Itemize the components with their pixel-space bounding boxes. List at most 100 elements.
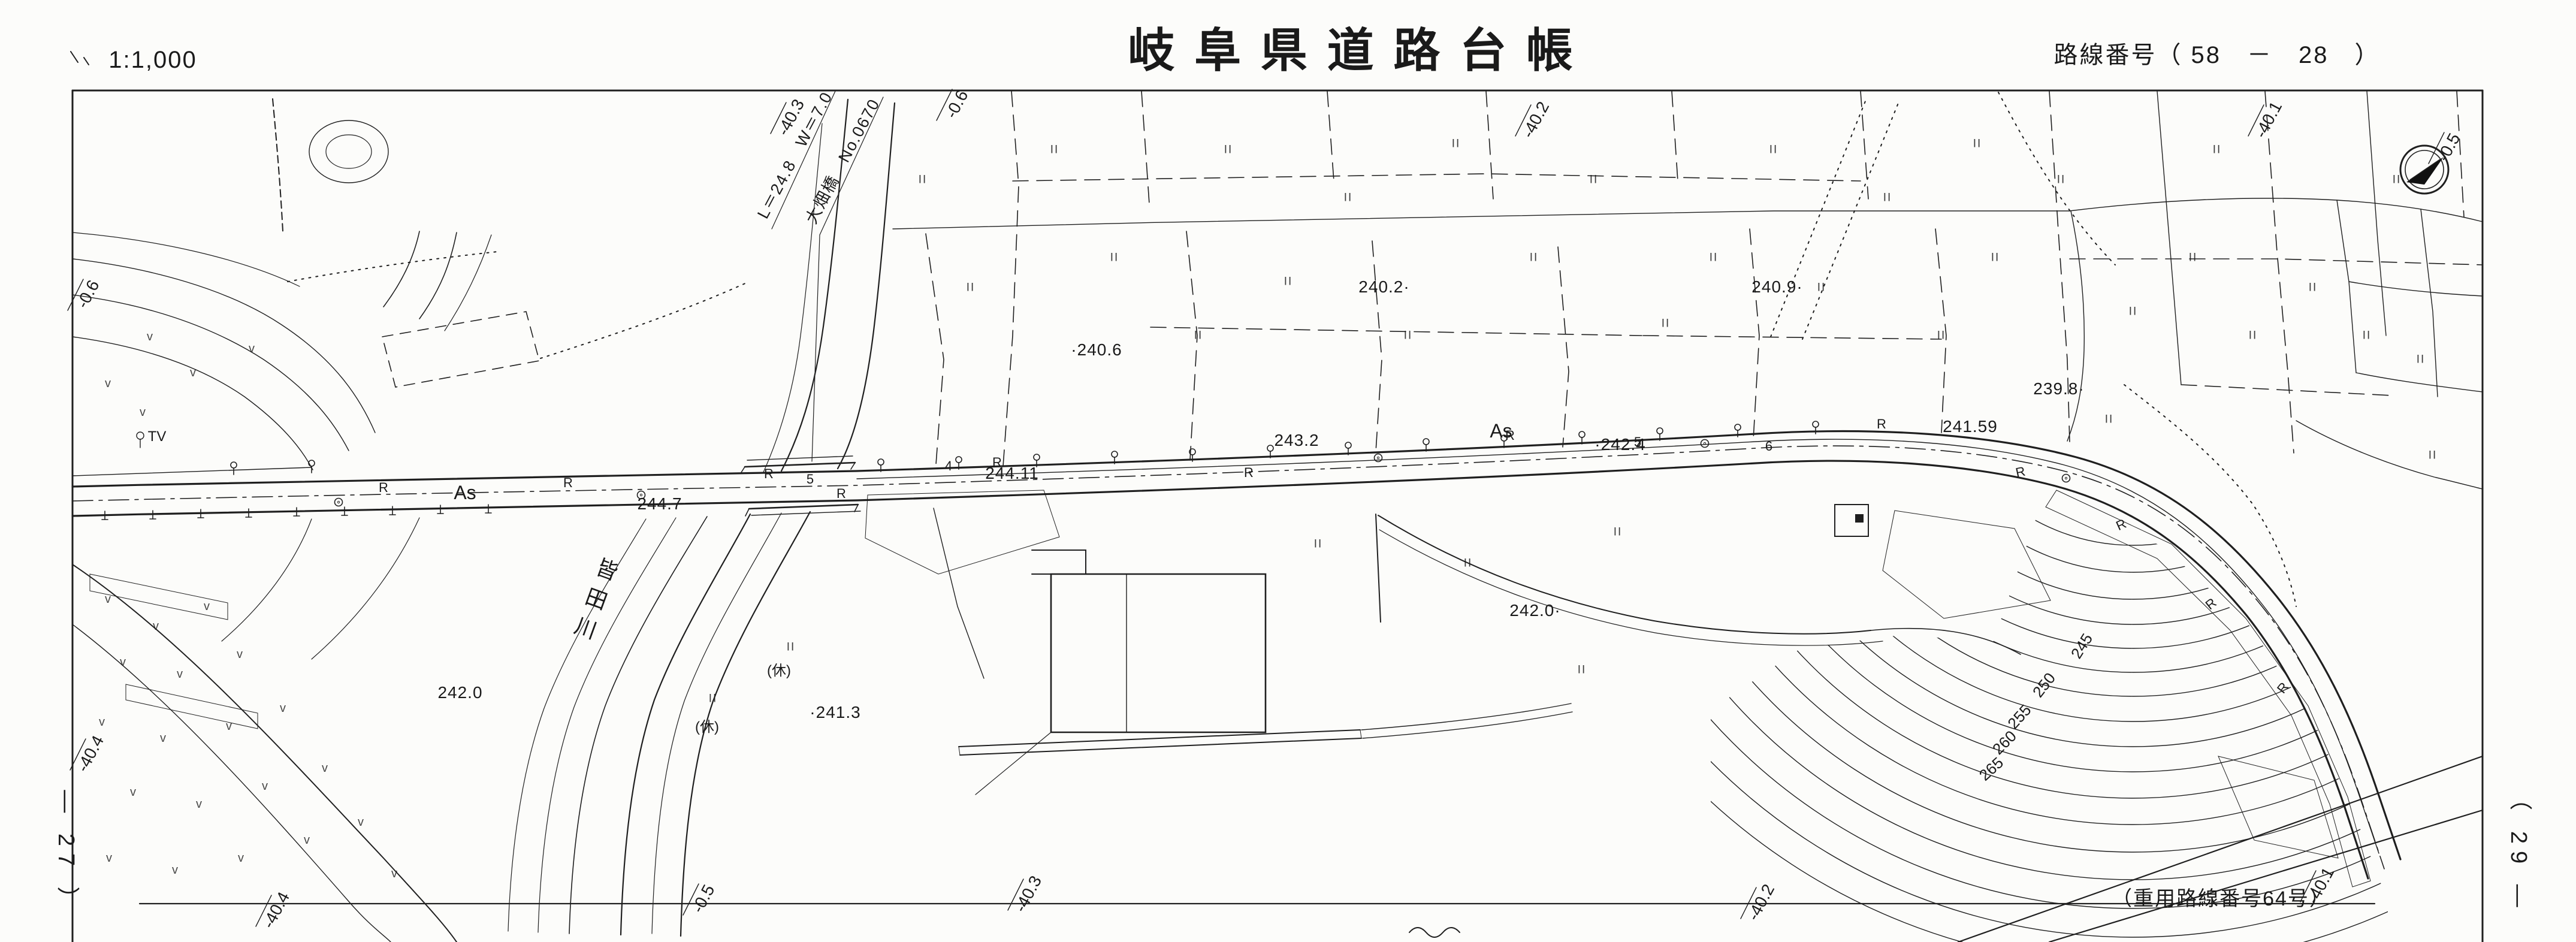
paddy-symbol: II: [1284, 275, 1293, 288]
vegetation-symbol: v: [99, 715, 105, 729]
guardrail-tick-symbol: [149, 510, 156, 520]
vegetation-symbol: v: [391, 867, 397, 880]
vegetation-symbol: v: [304, 834, 310, 847]
paddy-symbol: II: [1577, 663, 1587, 677]
grid-tick-line: [2428, 132, 2445, 164]
elevation-label: ·241.3: [810, 703, 861, 721]
paddy-symbol: II: [1709, 251, 1719, 264]
paddy-symbol: II: [2248, 329, 2258, 342]
paddy-symbol: II: [2362, 329, 2372, 342]
reuse-route-label: （重用路線番号64号）: [2112, 887, 2331, 910]
guardrail-tick-symbol: [341, 506, 348, 516]
grid-tick-line: [682, 883, 699, 916]
guardrail-tick-symbol: [389, 506, 396, 515]
paddy-symbol: II: [2428, 449, 2438, 462]
utility-pole-symbol: [1578, 431, 1586, 445]
paddy-symbol: II: [1613, 526, 1623, 539]
parcel-boundaries-dashed: [925, 90, 2483, 467]
elevation-label: 244.11: [985, 464, 1039, 482]
utility-pole-symbol: [1267, 445, 1274, 458]
road-mark-label: R: [1877, 416, 1886, 431]
benchmark-symbol: [636, 490, 646, 500]
structures: [933, 504, 2021, 795]
grid-tick-line: [2248, 104, 2264, 137]
paddy-symbol: II: [1343, 191, 1353, 204]
vegetation-symbol: v: [120, 656, 126, 669]
grid-tick-line: [255, 895, 272, 927]
road-mark-label: 6: [1765, 439, 1773, 454]
guardrail-tick-symbol: [437, 505, 444, 514]
vegetation-symbol: v: [358, 816, 364, 829]
paddy-symbol: II: [1937, 329, 1946, 342]
map-symbols: [67, 89, 2445, 927]
grid-tick-line: [67, 279, 84, 311]
map-scale: 1:1,000: [108, 47, 197, 73]
grid-tick-line: [936, 89, 953, 121]
left-page-number: ― 27 ）: [53, 790, 78, 917]
paddy-symbol: II: [2104, 413, 2114, 426]
vegetation-symbol: v: [140, 406, 146, 419]
utility-pole-symbol: [1656, 427, 1663, 441]
benchmark-symbol: [1373, 453, 1383, 463]
grid-tick-line: [1740, 887, 1757, 919]
elevation-label: ·240.6: [1071, 340, 1122, 359]
elevation-label: 241.59: [1943, 417, 1998, 436]
guardrail-tick-symbol: [485, 504, 492, 514]
benchmark-symbol: [334, 497, 343, 507]
utility-pole-symbol: [955, 456, 962, 470]
vegetation-symbol: v: [204, 600, 210, 613]
vegetation-symbol: v: [130, 786, 136, 799]
area-label: (休): [695, 719, 719, 735]
vegetation-symbol: v: [160, 732, 166, 745]
road-surface-label: As: [454, 482, 476, 503]
road-mark-label: 5: [1633, 434, 1642, 449]
utility-pole-symbol: [1345, 442, 1352, 455]
elevation-label: 243.2: [1274, 431, 1319, 449]
vegetation-symbol: v: [237, 648, 243, 661]
paddy-symbol: II: [1451, 137, 1461, 150]
utility-pole-symbol: [1033, 454, 1040, 467]
elevation-label: 242.0·: [1509, 601, 1561, 620]
paddy-symbol: II: [1110, 251, 1119, 264]
paddy-symbol: II: [1529, 251, 1539, 264]
benchmark-symbol: [1700, 439, 1710, 448]
vegetation-symbol: v: [249, 342, 255, 355]
area-label: (休): [767, 663, 791, 679]
paddy-symbol: II: [918, 173, 928, 186]
north-arrow-icon: [2399, 144, 2450, 195]
road-surface-label: As: [1490, 420, 1512, 442]
grid-tick-line: [2300, 870, 2317, 902]
utility-pole-symbol: [308, 460, 315, 473]
paddy-symbol: II: [2392, 173, 2402, 186]
vegetation-symbol: v: [105, 593, 111, 606]
vegetation-symbol: v: [226, 720, 232, 733]
guardrail-tick-symbol: [245, 508, 252, 518]
paddy-symbol: II: [2128, 305, 2138, 318]
elevation-label: 244.7: [637, 494, 682, 513]
guardrail-tick-symbol: [293, 507, 300, 517]
paddy-symbol: II: [1991, 251, 2000, 264]
road-mark-label: R: [836, 486, 846, 501]
dotted-survey-lines: [1770, 92, 2297, 607]
vegetation-symbol: v: [322, 762, 328, 775]
paddy-symbol: II: [2416, 353, 2426, 366]
paddy-symbol: II: [1817, 281, 1826, 294]
paddy-symbol: II: [1403, 329, 1413, 342]
vegetation-symbol: v: [262, 780, 268, 793]
paddy-symbol: II: [1224, 143, 1233, 156]
road-mark-label: R: [379, 480, 388, 495]
vegetation-symbol: v: [172, 864, 178, 877]
elevation-label: ·242.4: [1594, 435, 1646, 454]
road-mark-label: R: [764, 466, 774, 481]
parcel-boundaries-solid: [892, 90, 2483, 490]
right-page-number: （ 29 ―: [2506, 787, 2531, 914]
area-label: TV: [147, 428, 167, 445]
bridge-symbol: [740, 90, 884, 517]
vegetation-symbol: v: [190, 366, 196, 379]
utility-pole-symbol: [1189, 448, 1196, 462]
elevation-label: 242.0: [437, 683, 483, 702]
main-road: [71, 430, 2402, 880]
vegetation-symbol: v: [196, 798, 202, 811]
grid-tick-line: [1515, 104, 1532, 137]
